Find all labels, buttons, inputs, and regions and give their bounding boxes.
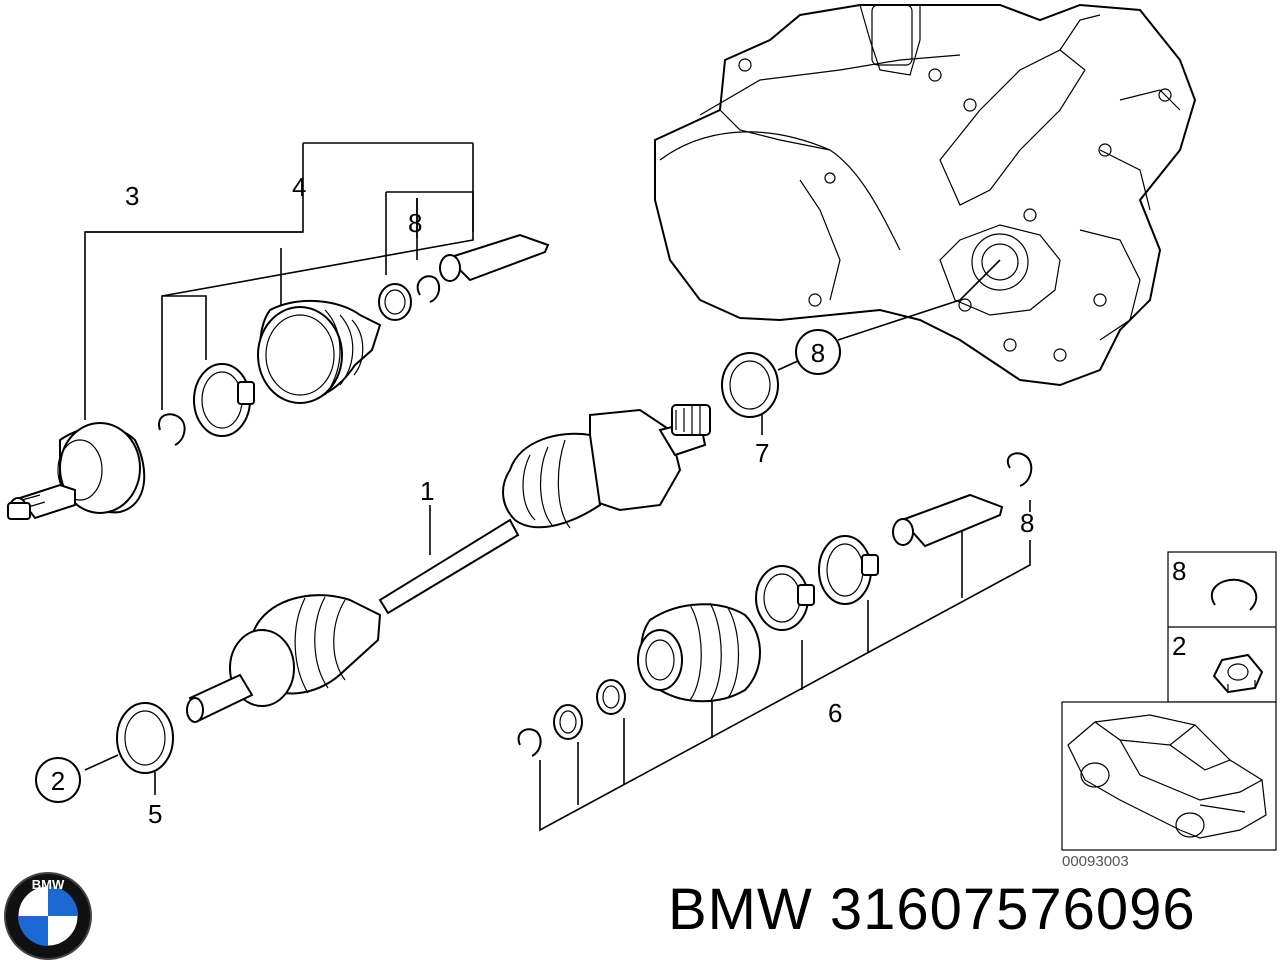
callout-2-circled-label: 2 bbox=[51, 766, 65, 796]
outer-joint-assembly bbox=[7, 142, 550, 520]
callout-8-circled-label: 8 bbox=[811, 338, 825, 368]
callout-2-circled: 2 bbox=[35, 757, 81, 803]
seal-ring-7 bbox=[721, 352, 801, 435]
callout-8-top: 8 bbox=[408, 208, 422, 238]
callout-3: 3 bbox=[125, 181, 139, 211]
callout-4: 4 bbox=[292, 172, 306, 202]
legend-circlip-icon bbox=[1210, 578, 1258, 611]
legend-nut-icon bbox=[1212, 653, 1264, 694]
callout-6: 6 bbox=[828, 698, 842, 728]
inner-joint-repair-kit bbox=[517, 452, 1033, 832]
car-silhouette-icon bbox=[1067, 714, 1267, 839]
legend-number-8: 8 bbox=[1172, 556, 1186, 586]
callout-8-circled: 8 bbox=[795, 329, 841, 375]
transmission-housing bbox=[654, 3, 1197, 387]
legend-number-2: 2 bbox=[1172, 631, 1186, 661]
part-number-title: BMW 31607576096 bbox=[668, 877, 1196, 942]
callout-7: 7 bbox=[755, 438, 769, 468]
diagram-reference-number: 00093003 bbox=[1062, 853, 1129, 870]
legend-box: 8 2 bbox=[1167, 551, 1277, 703]
seal-ring-5 bbox=[84, 702, 174, 795]
callout-8-right: 8 bbox=[1020, 508, 1034, 538]
callout-5: 5 bbox=[148, 799, 162, 829]
car-locator-box bbox=[1061, 701, 1277, 851]
bmw-logo: BMW bbox=[4, 872, 92, 960]
bmw-logo-text: BMW bbox=[32, 877, 65, 892]
callout-1: 1 bbox=[420, 476, 434, 506]
drive-shaft-main bbox=[186, 404, 711, 723]
